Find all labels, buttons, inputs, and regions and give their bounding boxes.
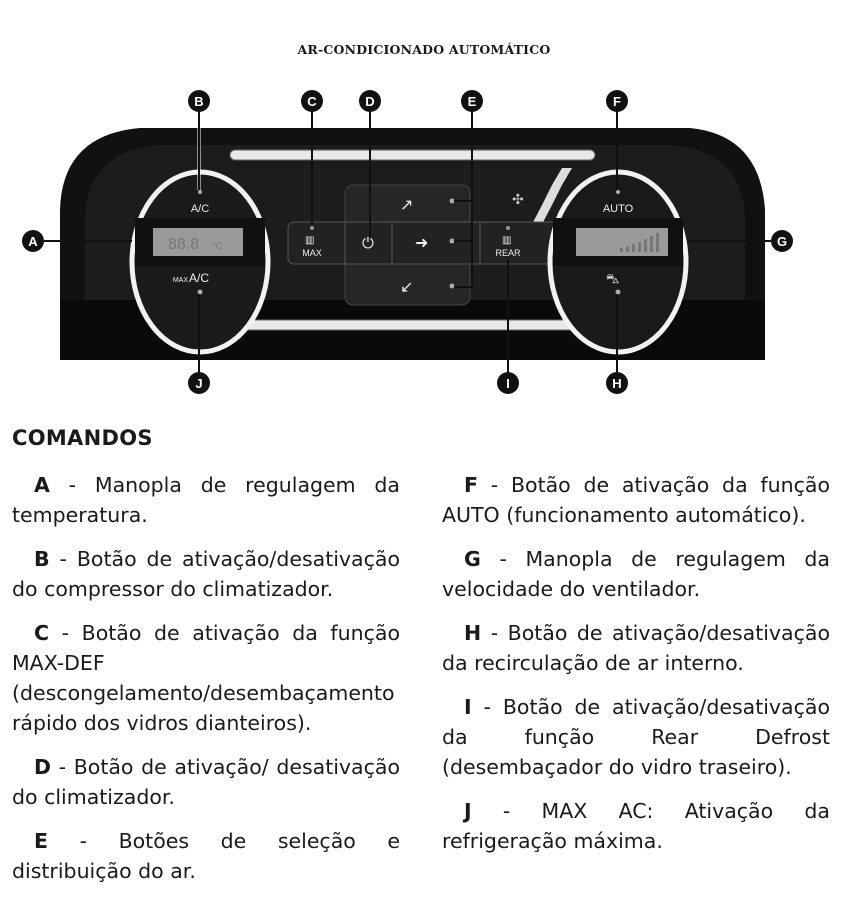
airflow-feet-icon: ↙ xyxy=(400,279,413,296)
power-icon: ⏻ xyxy=(362,235,374,252)
chrome-strip-bottom xyxy=(229,319,596,331)
item-f: F - Botão de ativação da função AUTO (fu… xyxy=(442,473,830,527)
item-d: D - Botão de ativação/ desativação do cl… xyxy=(12,755,400,809)
svg-text:G: G xyxy=(777,234,787,249)
max-ac-label: A/C xyxy=(189,271,209,285)
callout-h: H xyxy=(606,372,628,394)
item-a: A - Manopla de regulagem da temperatura. xyxy=(12,473,400,527)
svg-text:✣: ✣ xyxy=(512,191,524,207)
climate-control-diagram: ✣ ⏻ ↗ ➜ ↙ ▥ MAX ▥ REAR 88.8 °C A/C MAX A… xyxy=(22,90,793,394)
item-b: B - Botão de ativação/desativação do com… xyxy=(12,547,400,601)
rear-defrost-icon: ▥ xyxy=(502,235,511,246)
callout-b: B xyxy=(188,90,210,112)
item-i: I - Botão de ativação/desativação da fun… xyxy=(442,695,830,779)
svg-text:E: E xyxy=(468,94,477,109)
svg-text:H: H xyxy=(612,376,621,391)
callout-d: D xyxy=(359,90,381,112)
svg-text:B: B xyxy=(194,94,203,109)
section-heading: COMANDOS xyxy=(12,426,153,450)
rear-label: REAR xyxy=(495,248,521,258)
left-column: A - Manopla de regulagem da temperatura.… xyxy=(12,470,400,900)
right-column: F - Botão de ativação da função AUTO (fu… xyxy=(442,470,830,870)
temperature-unit: °C xyxy=(212,241,223,251)
temperature-display xyxy=(153,228,243,256)
svg-text:A: A xyxy=(28,234,38,249)
airflow-face-icon: ➜ xyxy=(415,235,428,252)
svg-text:I: I xyxy=(506,376,510,391)
callout-g: G xyxy=(771,230,793,252)
callout-f: F xyxy=(606,90,628,112)
item-e: E - Botões de seleção e distribuição do … xyxy=(12,829,400,883)
item-h: H - Botão de ativação/desativação da rec… xyxy=(442,621,830,675)
max-small-label: MAX xyxy=(173,277,189,284)
recirculation-icon: ⛍ xyxy=(606,271,619,286)
callout-a: A xyxy=(22,230,44,252)
svg-text:F: F xyxy=(613,94,621,109)
airflow-windshield-icon: ↗ xyxy=(400,197,413,214)
callout-e: E xyxy=(461,90,483,112)
item-g: G - Manopla de regulagem da velocidade d… xyxy=(442,547,830,601)
callout-i: I xyxy=(497,372,519,394)
callout-j: J xyxy=(188,372,210,394)
callout-c: C xyxy=(301,90,323,112)
temperature-value: 88.8 xyxy=(168,236,199,253)
max-def-icon: ▥ xyxy=(305,235,314,246)
max-label: MAX xyxy=(302,248,322,258)
svg-text:J: J xyxy=(195,376,202,391)
svg-text:C: C xyxy=(307,94,317,109)
item-c: C - Botão de ativação da função MAX-DEF … xyxy=(12,621,400,735)
ac-label: A/C xyxy=(191,203,209,215)
chrome-strip-top xyxy=(229,149,596,161)
item-j: J - MAX AC: Ativação da refrigeração máx… xyxy=(442,799,830,853)
page-title: AR-CONDICIONADO AUTOMÁTICO xyxy=(297,42,551,57)
auto-label: AUTO xyxy=(603,203,634,215)
svg-text:D: D xyxy=(365,94,374,109)
